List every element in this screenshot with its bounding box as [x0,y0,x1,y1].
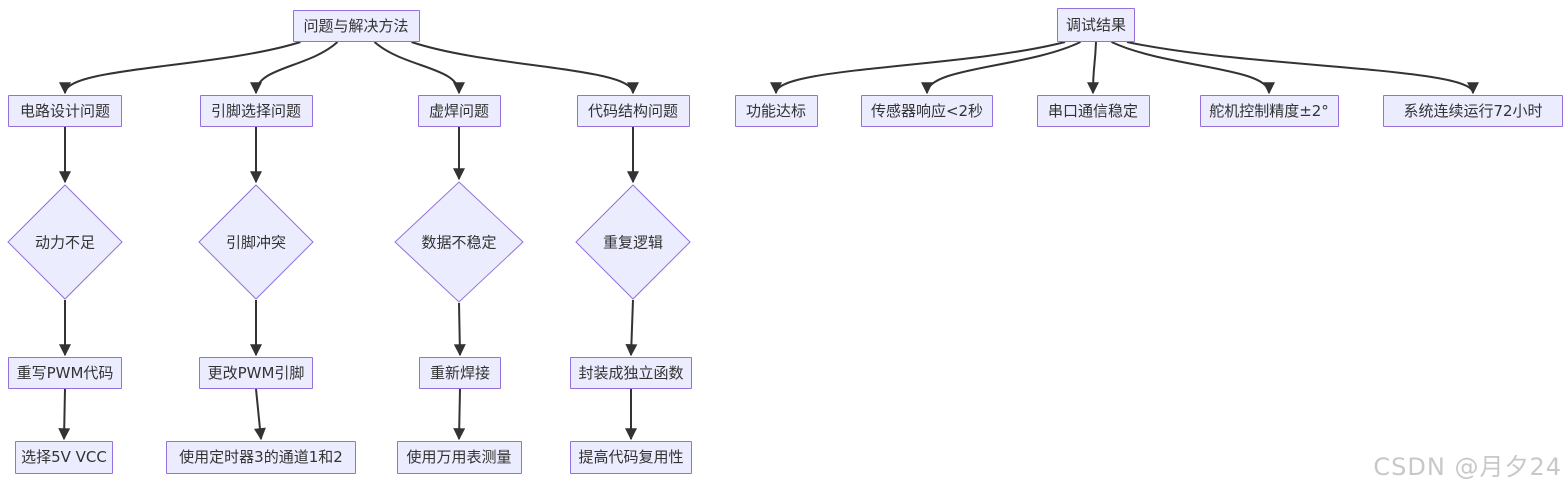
repeated-logic-node: 重复逻辑 [575,184,691,300]
node-label: 使用万用表测量 [406,448,512,466]
node-label: 代码结构问题 [587,101,678,120]
function-pass-node: 功能达标 [734,95,818,127]
data-unstable-shape [394,181,524,303]
node-label: 更改PWM引脚 [207,363,305,382]
node-label: 重复逻辑 [602,233,664,252]
node-label: 问题与解决方法 [303,16,409,35]
node-label: 串口通信稳定 [1047,101,1138,120]
edge-debug-root-to-serial-stable [1087,41,1100,95]
node-label: 引脚冲突 [225,233,287,252]
edge-change-pwm-pin-to-use-timer3 [253,388,266,441]
node-label: 封装成独立函数 [578,363,684,382]
node-label: 数据不稳定 [421,233,497,252]
power-shortage-shape [7,184,123,300]
node-label: 重新焊接 [429,363,490,382]
use-multimeter-node: 使用万用表测量 [396,441,522,474]
edge-resolder-to-use-multimeter [453,388,466,441]
node-label: 重写PWM代码 [16,363,114,382]
pin-conflict-node: 引脚冲突 [198,184,314,300]
use-timer3-node: 使用定时器3的通道1和2 [166,441,356,474]
node-label: 选择5V VCC [21,448,107,466]
change-pwm-pin-node: 更改PWM引脚 [199,357,313,389]
node-label: 电路设计问题 [19,101,110,120]
rewrite-pwm-node: 重写PWM代码 [8,357,122,389]
csdn-watermark: CSDN @月夕24 [1373,453,1562,481]
resolder-node: 重新焊接 [419,357,501,389]
node-label: 动力不足 [34,233,96,252]
pin-conflict-shape [198,184,314,300]
solder-issue-node: 虚焊问题 [417,95,501,127]
edge-debug-root-to-function-pass [770,41,1066,95]
node-label: 虚焊问题 [428,101,489,120]
data-unstable-node: 数据不稳定 [394,181,524,303]
edge-problems-root-to-circuit-issue [59,41,301,95]
sensor-response-node: 传感器响应<2秒 [861,95,993,127]
edge-problems-root-to-solder-issue [373,41,465,95]
repeated-logic-shape [575,184,691,300]
code-issue-node: 代码结构问题 [576,95,690,127]
edge-problems-root-to-code-issue [411,41,639,95]
wrap-function-node: 封装成独立函数 [570,357,692,389]
problems-root-node: 问题与解决方法 [292,10,420,42]
edge-data-unstable-to-resolder [453,302,466,357]
pin-issue-node: 引脚选择问题 [199,95,313,127]
serial-stable-node: 串口通信稳定 [1036,95,1150,127]
node-label: 传感器响应<2秒 [870,101,984,120]
circuit-issue-node: 电路设计问题 [8,95,122,127]
node-label: 提高代码复用性 [578,448,684,466]
edge-debug-root-to-run-72h [1126,41,1479,95]
debug-root-node: 调试结果 [1057,8,1135,42]
improve-reuse-node: 提高代码复用性 [570,441,692,474]
edge-debug-root-to-servo-precision [1111,41,1275,95]
run-72h-node: 系统连续运行72小时 [1383,95,1563,127]
node-label: 功能达标 [745,101,806,120]
edge-debug-root-to-sensor-response [921,41,1081,95]
node-label: 使用定时器3的通道1和2 [179,448,343,466]
edge-rewrite-pwm-to-choose-5v-vcc [58,388,71,441]
power-shortage-node: 动力不足 [7,184,123,300]
edge-problems-root-to-pin-issue [250,41,339,95]
choose-5v-vcc-node: 选择5V VCC [15,441,113,474]
node-label: 舵机控制精度±2° [1209,101,1329,120]
node-label: 系统连续运行72小时 [1403,101,1543,120]
edge-repeated-logic-to-wrap-function [625,299,638,357]
node-label: 引脚选择问题 [210,101,301,120]
servo-precision-node: 舵机控制精度±2° [1199,95,1339,127]
node-label: 调试结果 [1065,15,1126,34]
